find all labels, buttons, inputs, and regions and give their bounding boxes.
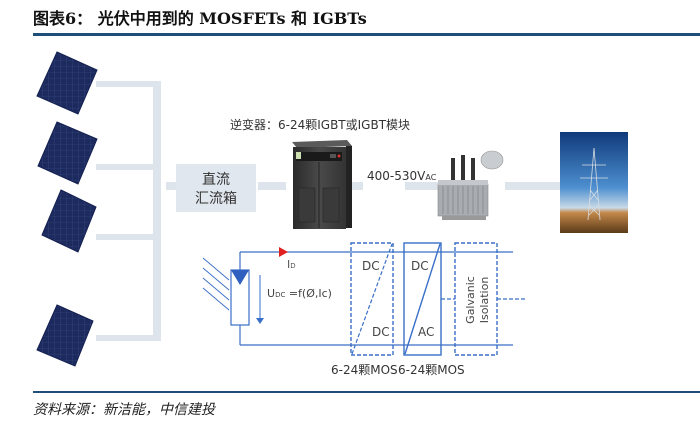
isolation-label-line1: Galvanic: [464, 276, 477, 324]
inverter-cabinet-icon: [292, 140, 352, 229]
solar-panel-2: [37, 121, 98, 185]
title-divider: [33, 33, 700, 36]
isolation-label-line2: Isolation: [478, 277, 491, 324]
mos-label-dcdc: 6-24颗MOS: [331, 363, 398, 377]
figure-title: 图表6： 光伏中用到的 MOSFETs 和 IGBTs: [33, 9, 367, 28]
dcdc-bottom-label: DC: [372, 325, 390, 339]
solar-panel-4: [36, 304, 94, 367]
transformer-icon: [437, 150, 504, 220]
voltage-equation: UDC =f(Ø,Ic): [267, 287, 332, 300]
combiner-box: [176, 164, 256, 212]
current-label: ID: [287, 258, 296, 271]
dcdc-converter-box: [350, 242, 394, 356]
mos-label-dcac: 6-24颗MOS: [398, 363, 465, 377]
footer-divider: [33, 391, 700, 393]
inverter-label: 逆变器：6-24颗IGBT或IGBT模块: [230, 117, 410, 132]
source-note: 资料来源：新洁能，中信建投: [33, 402, 215, 418]
panel-connector-bus: [96, 81, 560, 341]
combiner-box-line2: 汇流箱: [195, 191, 237, 207]
diode-symbol-icon: [231, 270, 249, 285]
voltage-arrow-icon: [256, 318, 264, 324]
power-tower-image: [560, 132, 628, 233]
solar-panel-1: [36, 51, 98, 115]
solar-panel-3: [41, 189, 97, 253]
current-arrow-icon: [279, 247, 288, 257]
dcac-bottom-label: AC: [418, 325, 434, 339]
dcdc-top-label: DC: [362, 259, 380, 273]
galvanic-isolation-box: [441, 242, 527, 356]
voltage-label: 400-530VAC: [367, 169, 437, 183]
dcac-top-label: DC: [411, 259, 429, 273]
combiner-box-line1: 直流: [202, 171, 230, 188]
